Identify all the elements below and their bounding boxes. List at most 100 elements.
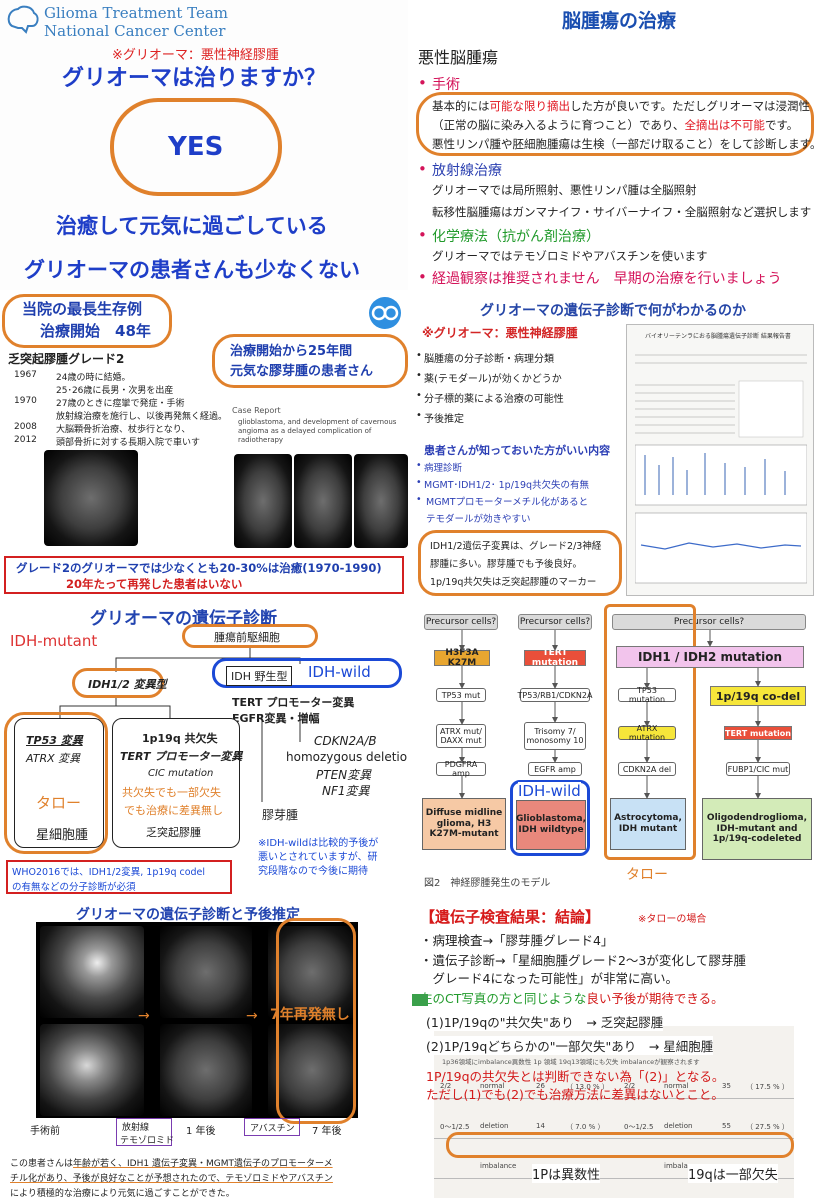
slide-title: グリオーマの遺伝子診断と予後推定: [76, 907, 300, 923]
know-item: MGMT･IDH1/2･ 1p/19q共欠失の有無: [424, 480, 590, 491]
bullet-icon: •: [416, 390, 422, 401]
title-2: 治療開始 48年: [40, 322, 151, 340]
idh12-label: IDH1/2 変異型: [88, 678, 167, 691]
idh-highlight: [418, 530, 622, 596]
table-divider: [434, 1098, 794, 1099]
table-cell: 35: [722, 1082, 731, 1090]
line-prognosis: 左のCT写真の方と同じような良い予後が期待できる。: [420, 991, 724, 1006]
panel-glioma-genetic-diagnosis: グリオーマの遺伝子診断 IDH-mutant 腫瘍前駆細胞 IDH1/2 変異型…: [0, 602, 408, 896]
title-1: 当院の最長生存例: [22, 300, 143, 318]
callout-2: 元気な膠芽腫の患者さん: [230, 364, 374, 379]
idh-wild-label: IDH-wild: [518, 782, 581, 800]
who-2: の有無などの分子診断が必須: [12, 882, 136, 893]
precursor-label: 腫瘍前駆細胞: [214, 631, 280, 644]
case-1: (1)1P/19qの"共欠失"あり → 乏突起膠腫: [426, 1012, 664, 1031]
report-title: バイオリーテンラにおる脳腫瘍遺伝子診断 結果報告書: [645, 333, 791, 340]
heading-note: ※タローの場合: [638, 914, 707, 925]
bullet-icon: •: [416, 494, 422, 505]
section-surgery: 手術: [432, 77, 460, 93]
logo-line-2: National Cancer Center: [44, 22, 226, 40]
bullet-icon: •: [416, 477, 422, 488]
taro-label: タロー: [36, 794, 82, 812]
tag-radiation: [116, 1118, 172, 1146]
radiation-line-2: 転移性脳腫瘍はガンマナイフ・サイバーナイフ・全脳照射など選択します: [432, 205, 812, 219]
mri-image: [44, 450, 138, 546]
purpose-item: 分子標的薬による治療の可能性: [424, 394, 564, 405]
line-pathology: ・病理検査→「膠芽腫グレード4」: [420, 933, 614, 948]
idh-wild-highlight: [212, 658, 402, 688]
footer-2: 20年たって再発した患者はいない: [66, 577, 243, 591]
astro-label: 星細胞腫: [36, 828, 89, 843]
panel-brain-tumor-treatment: 脳腫瘍の治療 悪性脳腫瘍 • 手術 基本的には可能な限り摘出した方が良いです。た…: [412, 0, 817, 290]
tag-radiation-2: テモゾロミド: [120, 1136, 175, 1146]
codel-label: 1p19q 共欠失: [142, 732, 218, 745]
purpose-item: 予後推定: [424, 414, 464, 425]
section-chemo: 化学療法（抗がん剤治療）: [432, 229, 600, 245]
surgery-line-2: （正常の脳に染み入るように育つこと）であり、全摘出は不可能です。: [432, 118, 799, 132]
brain-logo-icon: [7, 5, 39, 34]
foot-1p: 1Pは異数性: [532, 1164, 601, 1183]
bullet-icon: •: [416, 350, 422, 361]
know-title: 患者さんが知っておいた方がいい内容: [424, 444, 611, 457]
panel-glioma-development-model: Precursor cells? H3F3A K27M TP53 mut ATR…: [412, 602, 817, 896]
panel-prognosis: グリオーマの遺伝子診断と予後推定 → → 7年再発無し 手術前 1 年後 7 年…: [0, 900, 408, 1200]
pten-label: PTEN変異: [316, 768, 372, 782]
table-header-note: 1p36領域にimbalance異数性 1p 領域 19q13領域にも欠失 im…: [442, 1058, 700, 1066]
box-line-1: IDH1/2遺伝子変異は、グレード2/3神経: [430, 541, 602, 552]
history-event: 27歳のときに痙攣で発症・手術: [56, 399, 185, 409]
line-2: グリオーマの患者さんも少なくない: [24, 258, 360, 282]
reason-1: 1P/19qの共欠失とは判断できない為「(2)」となる。: [426, 1069, 725, 1084]
subtitle: ※グリオーマ：悪性神経膠腫: [112, 48, 279, 63]
table-cell: imbalance: [664, 1162, 701, 1170]
mri-image: [294, 454, 352, 548]
history-year: 2012: [14, 435, 37, 445]
paper-label: Case Report: [232, 406, 281, 415]
reason-2: ただし(1)でも(2)でも治療方法に差異はないとこと。: [426, 1087, 724, 1102]
mri-pre-op-t1: [40, 926, 144, 1018]
mri-pre-op-t2: [40, 1024, 144, 1116]
bullet-icon: •: [418, 226, 427, 244]
arrow-1: →: [138, 1008, 150, 1024]
yes-answer: YES: [168, 132, 224, 162]
purpose-item: 脳腫瘍の分子診断・病理分類: [424, 354, 554, 365]
table-cell: 14: [536, 1122, 545, 1130]
yes-highlight: [110, 98, 282, 196]
taro-label: タロー: [626, 867, 668, 883]
table-cell: 26: [536, 1082, 545, 1090]
foot-19q: 19qは一部欠失: [688, 1164, 778, 1183]
astro-column-highlight: [604, 604, 696, 860]
slide-title: 脳腫瘍の治療: [562, 10, 677, 32]
note-line-3: により積極的な治療により元気に過ごすことができた。: [10, 1189, 235, 1199]
year7-highlight: [276, 918, 356, 1124]
who-1: WHO2016では、IDH1/2変異, 1p19q codel: [12, 867, 206, 878]
idh-mutant-label: IDH-mutant: [10, 632, 98, 650]
bullet-icon: •: [416, 370, 422, 381]
table-cell: （ 17.5 % ）: [746, 1083, 789, 1091]
history-event: 24歳の時に結婚。: [56, 373, 131, 383]
table-cell: normal: [664, 1082, 689, 1090]
idh-mut-highlight: [72, 668, 164, 698]
table-cell: 2/2: [624, 1082, 636, 1090]
col3-step: CDKN2A del: [618, 762, 676, 776]
nf1-label: NF1変異: [322, 784, 370, 798]
col1-step: ATRX mut/ DAXX mut: [436, 724, 486, 748]
note-b: でも治療に差異無し: [124, 804, 223, 817]
homo-label: homozygous deletion: [286, 750, 408, 764]
panel-genetic-diagnosis: グリオーマの遺伝子診断で何がわかるのか ※グリオーマ：悪性神経膠腫 脳腫瘍の分子…: [412, 294, 817, 598]
surgery-highlight: [416, 92, 814, 156]
tag-avastin: [244, 1118, 300, 1136]
table-cell: （ 13.0 % ）: [566, 1083, 609, 1091]
tag-avastin-label: アバスチン: [250, 1124, 295, 1134]
line-genetic-1: ・遺伝子診断→「星細胞腫グレード2〜3が変化して膠芽腫: [420, 953, 747, 968]
heading: 悪性脳腫瘍: [418, 48, 499, 67]
arrow-2: →: [246, 1008, 258, 1024]
precursor-header: Precursor cells?: [424, 614, 498, 630]
bullet-icon: •: [416, 410, 422, 421]
report-image: バイオリーテンラにおる脳腫瘍遺伝子診断 結果報告書: [626, 324, 814, 596]
tp53-label: TP53 変異: [26, 734, 83, 747]
precursor-header: Precursor cells?: [518, 614, 592, 630]
idh-wild-label: IDH-wild: [308, 663, 371, 681]
cic-label: CIC mutation: [148, 768, 214, 779]
mri-image: [354, 454, 408, 548]
